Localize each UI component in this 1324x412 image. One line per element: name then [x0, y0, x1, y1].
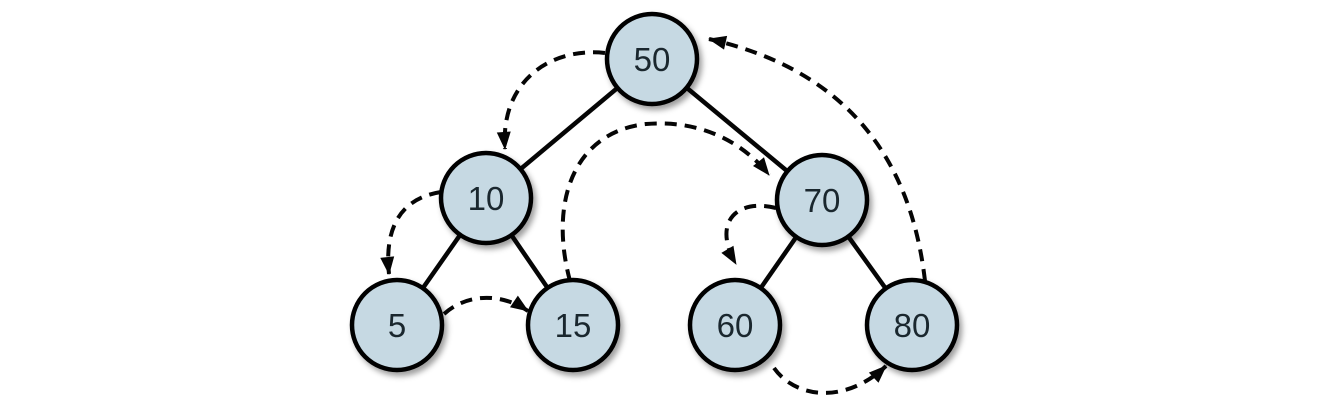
node-label-60: 60: [717, 307, 754, 344]
node-circle-10: [438, 150, 534, 246]
traversal-arrow-70-60: [721, 203, 777, 266]
traversal-arrow-5-15: [442, 295, 530, 316]
tree-node-10: 10: [438, 150, 534, 246]
node-label-50: 50: [634, 41, 671, 78]
traversal-arrow-60-80: [772, 364, 888, 395]
node-label-70: 70: [804, 182, 841, 219]
traversal-arrow-80-50: [708, 35, 927, 282]
tree-node-5: 5: [349, 277, 445, 373]
node-circle-15: [525, 277, 621, 373]
traversal-arrow-50-10: [496, 50, 606, 150]
node-circle-70: [774, 152, 870, 248]
tree-node-50: 50: [604, 11, 700, 107]
traversal-arrows: [380, 35, 927, 395]
node-circle-60: [687, 277, 783, 373]
tree-node-80: 80: [864, 277, 960, 373]
tree-nodes: 50 10 70 5 15 60: [349, 11, 960, 373]
node-label-5: 5: [388, 307, 406, 344]
traversal-arrow-10-5: [380, 190, 442, 275]
tree-node-60: 60: [687, 277, 783, 373]
tree-node-15: 15: [525, 277, 621, 373]
node-label-80: 80: [894, 307, 931, 344]
node-circle-80: [864, 277, 960, 373]
tree-node-70: 70: [774, 152, 870, 248]
node-circle-50: [604, 11, 700, 107]
node-label-10: 10: [468, 180, 505, 217]
node-label-15: 15: [555, 307, 592, 344]
traversal-arrow-15-70: [560, 121, 771, 282]
node-circle-5: [349, 277, 445, 373]
